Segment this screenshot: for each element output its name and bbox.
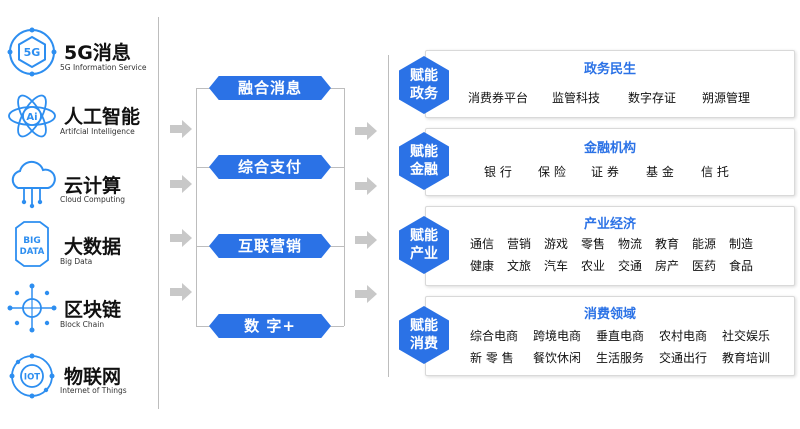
middle-right-line — [344, 88, 345, 326]
panel-title: 消费领域 — [583, 307, 636, 322]
panel-title: 产业经济 — [583, 217, 636, 232]
blockchain-icon — [7, 283, 57, 333]
panel-item: 综合电商 — [470, 329, 519, 343]
capability-integrated-payment: 综合支付 — [209, 155, 331, 179]
svg-text:5G: 5G — [24, 46, 41, 59]
panel-item: 文旅 — [507, 259, 532, 273]
tech-subtitle-5g: 5G Information Service — [60, 63, 147, 72]
tech-subtitle-cloud: Cloud Computing — [60, 195, 125, 204]
badge-empower-finance: 赋能金融 — [399, 132, 449, 190]
panel-item: 能源 — [692, 237, 717, 251]
svg-text:IOT: IOT — [24, 373, 40, 383]
panel-item: 教育培训 — [722, 351, 771, 365]
tech-title-iot: 物联网 — [64, 366, 122, 388]
panel-item: 房产 — [655, 259, 680, 273]
panel-item: 朔源管理 — [702, 91, 751, 105]
panel-item: 医药 — [692, 259, 717, 273]
left-bracket-line — [158, 17, 159, 409]
panel-title: 政务民生 — [583, 62, 636, 77]
arrow-right-icon — [170, 175, 192, 193]
panel-item: 汽车 — [544, 259, 569, 273]
capability-digital-plus: 数 字+ — [209, 314, 331, 338]
cloud-icon — [11, 160, 56, 209]
panel-government: 政务民生 消费券平台 监管科技 数字存证 朔源管理 — [425, 50, 795, 118]
right-bracket-line — [388, 55, 389, 377]
arrow-right-icon — [355, 231, 377, 249]
badge-empower-government: 赋能政务 — [399, 56, 449, 114]
capability-internet-marketing: 互联营销 — [209, 234, 331, 258]
panel-title: 金融机构 — [583, 141, 636, 156]
panel-item: 餐饮休闲 — [533, 351, 582, 365]
arrow-right-icon — [355, 177, 377, 195]
arrow-right-icon — [170, 283, 192, 301]
middle-left-line — [196, 88, 197, 326]
svg-text:Ai: Ai — [26, 112, 37, 123]
svg-text:DATA: DATA — [20, 247, 45, 257]
panel-item: 食品 — [729, 259, 754, 273]
panel-item: 保 险 — [538, 165, 566, 179]
panel-finance: 金融机构 银 行 保 险 证 券 基 金 信 托 — [425, 128, 795, 196]
arrow-right-icon — [355, 122, 377, 140]
tech-subtitle-ai: Artifcial Intelligence — [60, 127, 135, 136]
tech-title-blockchain: 区块链 — [64, 299, 122, 321]
panel-item: 营销 — [507, 237, 532, 251]
panel-item: 制造 — [729, 237, 754, 251]
panel-item: 农业 — [581, 259, 606, 273]
panel-item: 垂直电商 — [596, 329, 645, 343]
panel-item: 生活服务 — [596, 351, 645, 365]
panel-item: 跨境电商 — [533, 329, 582, 343]
panel-item: 社交娱乐 — [722, 329, 771, 343]
iot-icon: IOT — [9, 353, 55, 399]
svg-text:BIG: BIG — [23, 236, 41, 246]
tech-subtitle-big-data: Big Data — [60, 257, 93, 266]
panel-item: 监管科技 — [552, 91, 601, 105]
panel-item: 数字存证 — [628, 91, 677, 105]
panel-item: 农村电商 — [659, 329, 708, 343]
arrow-right-icon — [355, 285, 377, 303]
panel-industry: 产业经济 通信 营销 游戏 零售 物流 教育 能源 制造 健康 文旅 汽车 农业… — [425, 206, 795, 286]
panel-item: 零售 — [581, 237, 606, 251]
panel-item: 消费券平台 — [468, 91, 529, 105]
tech-title-5g: 5G消息 — [64, 42, 131, 64]
ai-atom-icon: Ai — [8, 94, 56, 138]
panel-item: 物流 — [618, 237, 643, 251]
capability-fusion-message: 融合消息 — [209, 76, 331, 100]
panel-item: 游戏 — [544, 237, 569, 251]
tech-subtitle-blockchain: Block Chain — [60, 320, 105, 329]
panel-item: 银 行 — [484, 165, 512, 179]
panel-consumption: 消费领域 综合电商 跨境电商 垂直电商 农村电商 社交娱乐 新 零 售 餐饮休闲… — [425, 296, 795, 376]
tech-title-cloud: 云计算 — [64, 175, 122, 197]
panel-item: 基 金 — [646, 165, 674, 179]
tech-title-big-data: 大数据 — [64, 236, 122, 258]
panel-item: 交通出行 — [659, 351, 708, 365]
big-data-icon: BIG DATA — [15, 221, 49, 267]
panel-item: 教育 — [655, 237, 680, 251]
arrow-right-icon — [170, 120, 192, 138]
tech-title-ai: 人工智能 — [64, 106, 141, 128]
panel-item: 交通 — [618, 259, 643, 273]
panel-item: 通信 — [470, 237, 495, 251]
panel-item: 证 券 — [591, 165, 619, 179]
panel-item: 信 托 — [701, 165, 729, 179]
panel-item: 新 零 售 — [470, 351, 514, 365]
arrow-right-icon — [170, 229, 192, 247]
panel-item: 健康 — [470, 259, 495, 273]
tech-subtitle-iot: Internet of Things — [60, 386, 127, 395]
5g-icon: 5G — [7, 27, 57, 77]
